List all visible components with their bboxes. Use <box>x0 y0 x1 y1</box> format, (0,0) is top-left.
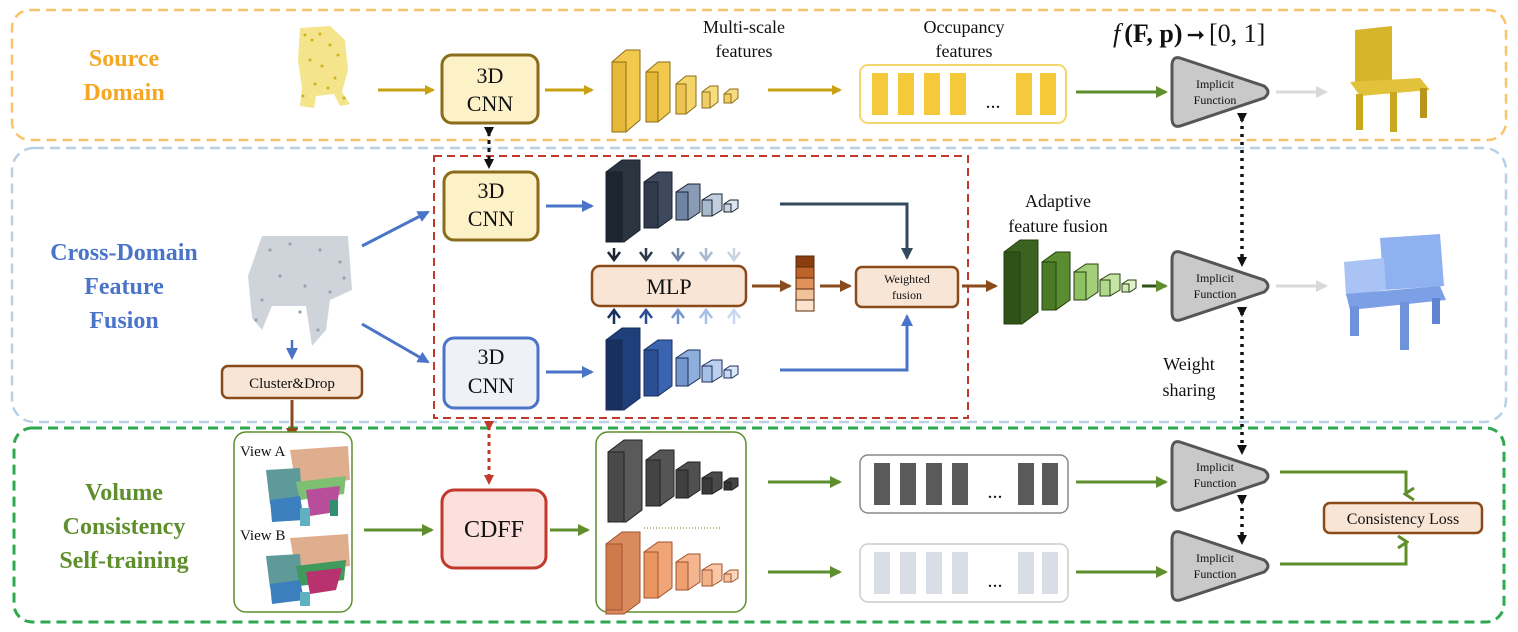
arrow-top-pyramid-to-fusion <box>780 202 913 260</box>
svg-text:Function: Function <box>1194 567 1237 581</box>
weighted-fusion-line1: Weighted <box>884 272 930 286</box>
weight-sharing-line2: sharing <box>1163 380 1216 400</box>
arrow-pc-to-top-cnn <box>361 210 430 248</box>
view-b-occupancy-bars <box>874 552 1058 594</box>
top-cnn-label-line1: 3D <box>478 178 505 203</box>
weighted-fusion-box <box>854 265 960 309</box>
bottom-to-mlp-arrows <box>607 307 741 324</box>
source-point-cloud-chair <box>298 26 350 108</box>
consistency-loss-label: Consistency Loss <box>1347 511 1459 528</box>
cluster-drop-box <box>220 364 364 400</box>
volume-title-line2: Consistency <box>63 514 186 540</box>
svg-text:Implicit: Implicit <box>1196 551 1235 565</box>
implicit-function-4: Implicit Function <box>1170 530 1270 602</box>
view-a-chair <box>266 446 350 526</box>
adaptive-label-line2: feature fusion <box>1008 216 1107 236</box>
svg-text:Function: Function <box>1194 476 1237 490</box>
arrow-bottom-pyramid-to-fusion <box>780 314 913 372</box>
view-a-feature-pyramid <box>607 439 739 523</box>
weighted-fusion-line2: fusion <box>892 288 922 302</box>
top-cnn-label-line2: CNN <box>468 206 515 231</box>
occupancy-label-line1: Occupancy <box>924 17 1005 37</box>
view-b-chair <box>266 534 350 606</box>
arrow-implicit3-to-loss <box>1280 470 1406 494</box>
cdff-label: CDFF <box>464 517 524 543</box>
svg-text:Implicit: Implicit <box>1196 77 1235 91</box>
source-occupancy-ellipsis: ... <box>986 91 1001 113</box>
source-title-line2: Domain <box>83 80 164 106</box>
cross-title-line3: Fusion <box>89 308 158 334</box>
view-b-occupancy-ellipsis: ... <box>988 570 1003 592</box>
view-b-label: View B <box>240 528 285 544</box>
svg-text:Implicit: Implicit <box>1196 271 1235 285</box>
weight-sharing-line1: Weight <box>1163 354 1215 374</box>
cross-domain-frame <box>10 146 1508 424</box>
cluster-drop-label: Cluster&Drop <box>249 376 335 392</box>
source-cnn-label-line2: CNN <box>467 91 514 116</box>
bottom-3d-cnn-box <box>442 336 540 410</box>
view-b-feature-pyramid <box>605 531 739 615</box>
source-reconstructed-chair <box>1350 26 1430 132</box>
adaptive-label-line1: Adaptive <box>1025 191 1091 211</box>
cross-title-line2: Feature <box>84 274 164 300</box>
view-a-label: View A <box>240 444 286 460</box>
view-a-occupancy-bars <box>874 463 1058 505</box>
source-title-line1: Source <box>89 46 160 72</box>
svg-text:Implicit: Implicit <box>1196 460 1235 474</box>
weight-vector <box>795 255 815 312</box>
bottom-cnn-label-line1: 3D <box>478 344 505 369</box>
target-point-cloud-armchair <box>248 236 352 346</box>
top-feature-pyramid <box>605 159 739 243</box>
svg-text:Function: Function <box>1194 93 1237 107</box>
bottom-feature-pyramid <box>605 327 739 411</box>
multiscale-label-line2: features <box>716 41 773 61</box>
implicit-function-1: Implicit Function <box>1170 56 1270 128</box>
source-cnn-label-line1: 3D <box>477 63 504 88</box>
arrow-implicit4-to-loss <box>1280 542 1406 566</box>
cross-title-line1: Cross-Domain <box>50 240 198 266</box>
svg-text:Function: Function <box>1194 287 1237 301</box>
view-a-occupancy-ellipsis: ... <box>988 481 1003 503</box>
source-3d-cnn-box <box>440 53 540 125</box>
source-domain-frame <box>10 8 1508 142</box>
multiscale-label-line1: Multi-scale <box>703 17 785 37</box>
adaptive-feature-pyramid <box>1003 239 1137 325</box>
consistency-loss-box <box>1322 501 1484 535</box>
implicit-function-3: Implicit Function <box>1170 440 1270 512</box>
volume-consistency-frame <box>12 426 1506 624</box>
cdff-box <box>440 488 548 570</box>
volume-title-line3: Self-training <box>59 548 188 574</box>
bottom-cnn-label-line2: CNN <box>468 373 515 398</box>
implicit-formula: f(F, p)➞[0, 1] <box>1113 19 1265 48</box>
mlp-label: MLP <box>646 274 691 299</box>
mlp-box <box>590 264 748 308</box>
implicit-function-2: Implicit Function <box>1170 250 1270 322</box>
top-3d-cnn-box <box>442 170 540 242</box>
target-reconstructed-armchair <box>1344 234 1446 350</box>
volume-title-line1: Volume <box>85 480 163 506</box>
source-feature-pyramid <box>611 49 739 133</box>
top-to-mlp-arrows <box>607 248 741 263</box>
occupancy-label-line2: features <box>936 41 993 61</box>
arrow-pc-to-bottom-cnn <box>361 322 430 364</box>
source-occupancy-bars <box>872 73 1056 115</box>
